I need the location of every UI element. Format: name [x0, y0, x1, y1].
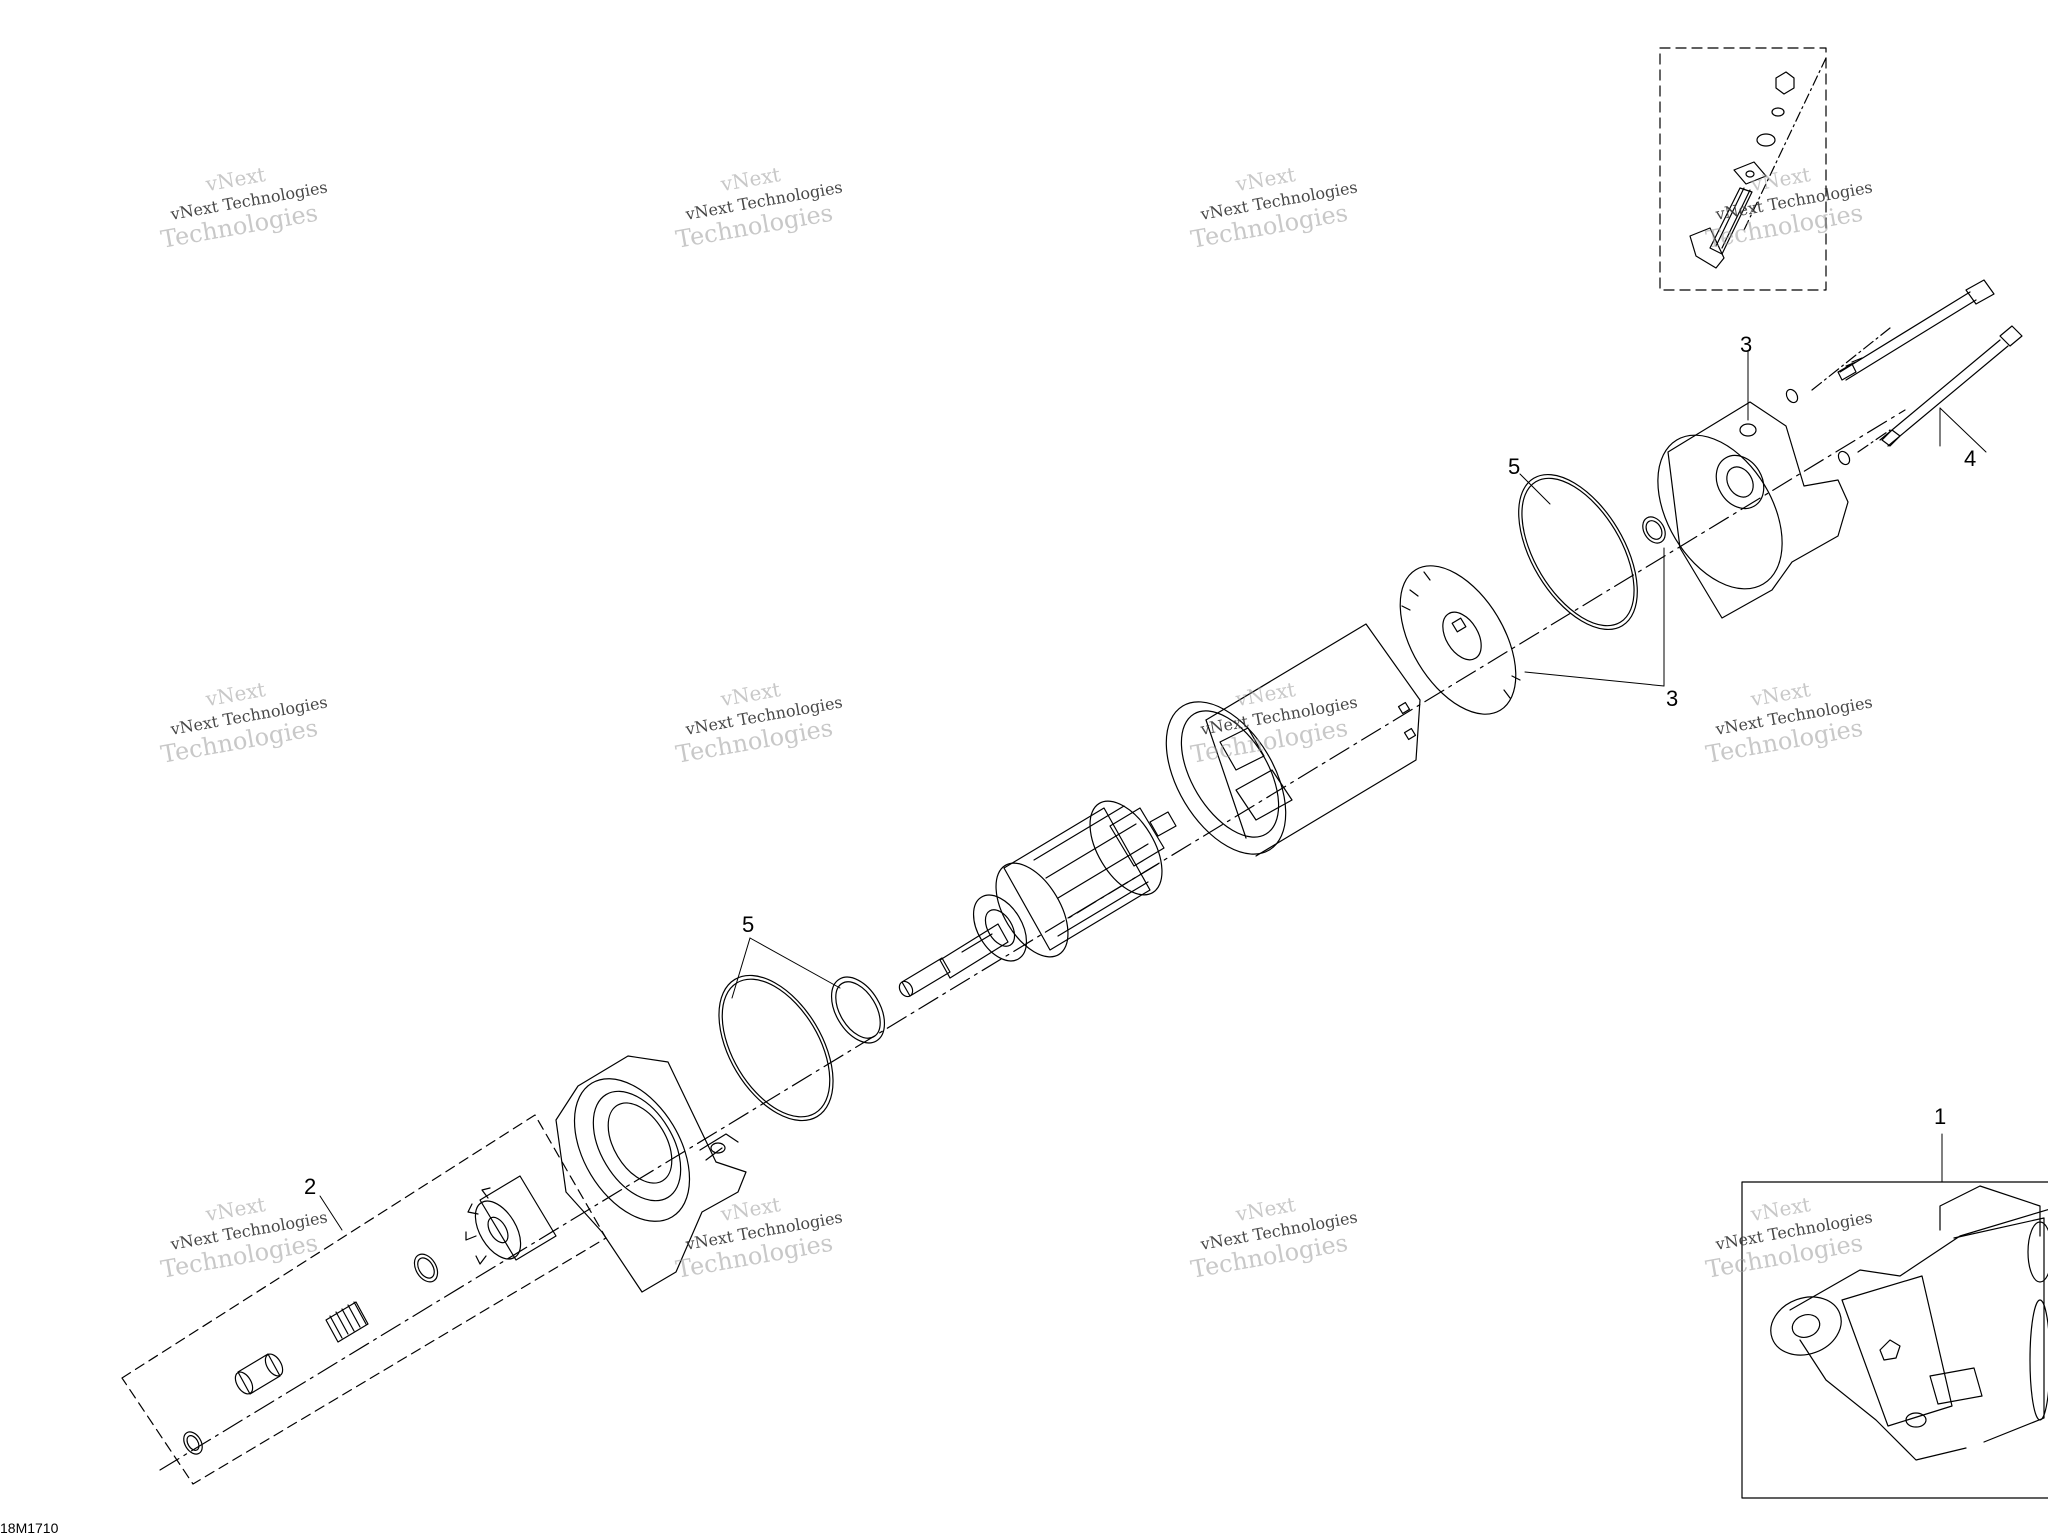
- spring: [325, 1301, 369, 1343]
- assembly-axis: [159, 409, 1906, 1471]
- starter-assembly-box: [1741, 1181, 2048, 1499]
- end-cap: [1657, 401, 1849, 619]
- yoke-housing: [1165, 623, 1421, 857]
- callout-5-upper: 5: [1508, 454, 1520, 479]
- callout-4: 4: [1964, 446, 1976, 471]
- callout-5-lower: 5: [742, 912, 754, 937]
- o-ring-small-lower: [830, 976, 886, 1044]
- o-ring-small-upper: [1642, 516, 1666, 544]
- terminal-kit-dashed-box: [1659, 47, 1827, 291]
- callout-3-middle: 3: [1666, 686, 1678, 711]
- terminal-hardware: [1689, 57, 1827, 269]
- callout-3-upper: 3: [1740, 332, 1752, 357]
- snap-ring-small: [183, 1431, 203, 1455]
- drive-kit-dashed-box: [121, 1114, 607, 1485]
- through-bolt-upper: [1785, 279, 1995, 404]
- o-ring-large-upper: [1518, 473, 1638, 631]
- drive-housing: [555, 1055, 747, 1293]
- starter-assembly: [1770, 1185, 2048, 1461]
- drawing-code: 18M1710: [0, 1520, 59, 1536]
- through-bolt-lower: [1837, 325, 2023, 466]
- o-ring-small-1: [413, 1253, 439, 1283]
- stop-collar: [234, 1353, 284, 1395]
- callout-1: 1: [1934, 1104, 1946, 1129]
- callout-2: 2: [304, 1174, 316, 1199]
- o-ring-large-lower: [718, 974, 834, 1122]
- brush-plate: [1399, 565, 1521, 715]
- callout-leaders: [319, 351, 1987, 1231]
- armature: [898, 800, 1177, 998]
- pinion-gear: [465, 1175, 557, 1265]
